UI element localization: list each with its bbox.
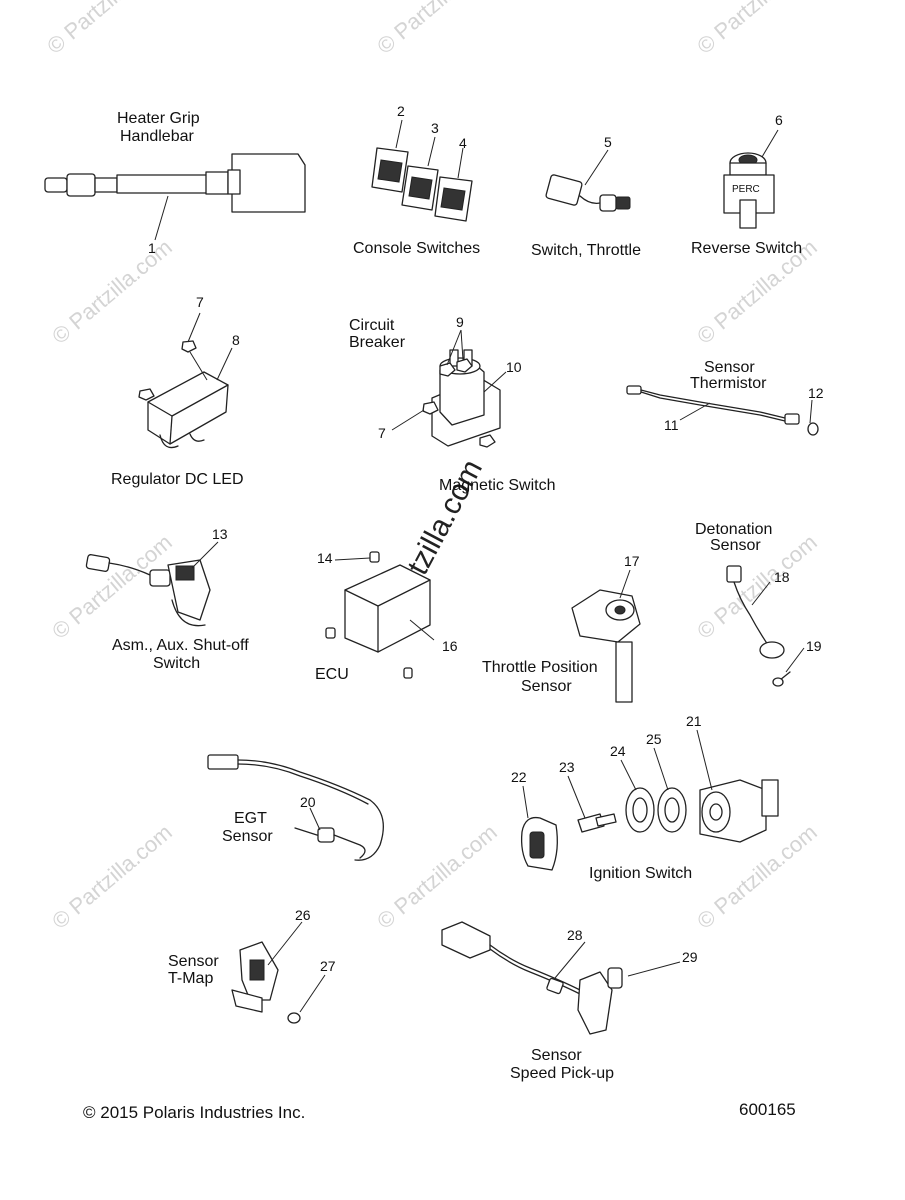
diagram-number: 600165: [739, 1100, 796, 1119]
callout-number: 4: [459, 135, 467, 151]
callout-number: 29: [682, 949, 698, 965]
part-ecu: 14 16 ECU: [315, 550, 458, 683]
part-magnetic-switch: Circuit Breaker 9 10 7 Magnetic Switch: [349, 314, 556, 494]
group-label: EGT: [234, 810, 267, 827]
group-label: Handlebar: [120, 128, 195, 145]
group-label: Detonation: [695, 521, 772, 538]
callout-number: 24: [610, 743, 626, 759]
watermark: © Partzilla.com: [372, 0, 502, 59]
group-label: Sensor: [168, 953, 219, 970]
group-label: Asm., Aux. Shut-off: [112, 637, 249, 654]
group-label: Reverse Switch: [691, 240, 802, 257]
callout-number: 27: [320, 958, 336, 974]
callout-number: 25: [646, 731, 662, 747]
group-label: Circuit: [349, 317, 395, 334]
watermark: © Partzilla.com: [47, 234, 177, 348]
group-label: Switch: [153, 655, 200, 672]
part-throttle-position: 17 Throttle Position Sensor: [482, 553, 641, 703]
part-aux-shutoff: 13 Asm., Aux. Shut-off Switch: [85, 526, 249, 672]
group-label: Sensor: [710, 537, 761, 554]
group-label: Sensor: [531, 1047, 582, 1064]
group-label: Magnetic Switch: [439, 477, 556, 494]
watermark: © Partzilla.com: [47, 819, 177, 933]
group-label: ECU: [315, 666, 349, 683]
part-console-switches: 2 3 4 Console Switches: [353, 103, 480, 257]
callout-number: 8: [232, 332, 240, 348]
callout-number: 21: [686, 713, 702, 729]
watermark: © Partzilla.com: [42, 0, 172, 59]
group-label: Sensor: [222, 828, 273, 845]
group-label: Switch, Throttle: [531, 242, 641, 259]
group-label: Heater Grip: [117, 110, 200, 127]
callout-number: 9: [456, 314, 464, 330]
callout-number: 17: [624, 553, 640, 569]
callout-number: 5: [604, 134, 612, 150]
callout-number: 14: [317, 550, 333, 566]
callout-number: 3: [431, 120, 439, 136]
callout-number: 7: [196, 294, 204, 310]
part-heater-grip: Heater Grip Handlebar 1: [44, 110, 306, 256]
callout-number: 26: [295, 907, 311, 923]
callout-number: 12: [808, 385, 824, 401]
watermark: © Partzilla.com: [692, 0, 822, 59]
part-egt-sensor: 20 EGT Sensor: [207, 754, 384, 861]
group-label: T-Map: [168, 970, 213, 987]
group-label: Sensor: [704, 359, 755, 376]
callout-number: 19: [806, 638, 822, 654]
callout-number: 16: [442, 638, 458, 654]
group-label: Speed Pick-up: [510, 1065, 614, 1082]
callout-number: 11: [664, 417, 679, 433]
callout-number: 7: [378, 425, 386, 441]
callout-number: 6: [775, 112, 783, 128]
part-ignition-switch: 22 23 24 25 21 Ignition Switch: [511, 713, 779, 882]
group-label: Ignition Switch: [589, 865, 692, 882]
part-regulator: 7 8 Regulator DC LED: [111, 294, 244, 488]
callout-number: 20: [300, 794, 316, 810]
callout-number: 23: [559, 759, 575, 775]
callout-number: 18: [774, 569, 790, 585]
callout-number: 1: [148, 240, 156, 256]
perc-label: PERC: [732, 184, 760, 195]
group-label: Sensor: [521, 678, 572, 695]
callout-number: 22: [511, 769, 527, 785]
part-sensor-thermistor: Sensor Thermistor 12 11: [626, 359, 824, 436]
callout-number: 28: [567, 927, 583, 943]
part-sensor-tmap: Sensor T-Map 26 27: [168, 907, 336, 1024]
callout-number: 13: [212, 526, 228, 542]
watermark: © Partzilla.com: [372, 819, 502, 933]
part-detonation-sensor: Detonation Sensor 18 19: [695, 521, 822, 687]
part-speed-pickup: 28 29 Sensor Speed Pick-up: [441, 921, 698, 1082]
part-switch-throttle: 5 Switch, Throttle: [531, 134, 641, 259]
group-label: Regulator DC LED: [111, 471, 244, 488]
group-label: Console Switches: [353, 240, 480, 257]
group-label: Throttle Position: [482, 659, 598, 676]
group-label: Thermistor: [690, 375, 767, 392]
callout-number: 10: [506, 359, 522, 375]
part-reverse-switch: PERC 6 Reverse Switch: [691, 112, 802, 257]
copyright-text: © 2015 Polaris Industries Inc.: [83, 1103, 305, 1122]
callout-number: 2: [397, 103, 405, 119]
group-label: Breaker: [349, 334, 406, 351]
